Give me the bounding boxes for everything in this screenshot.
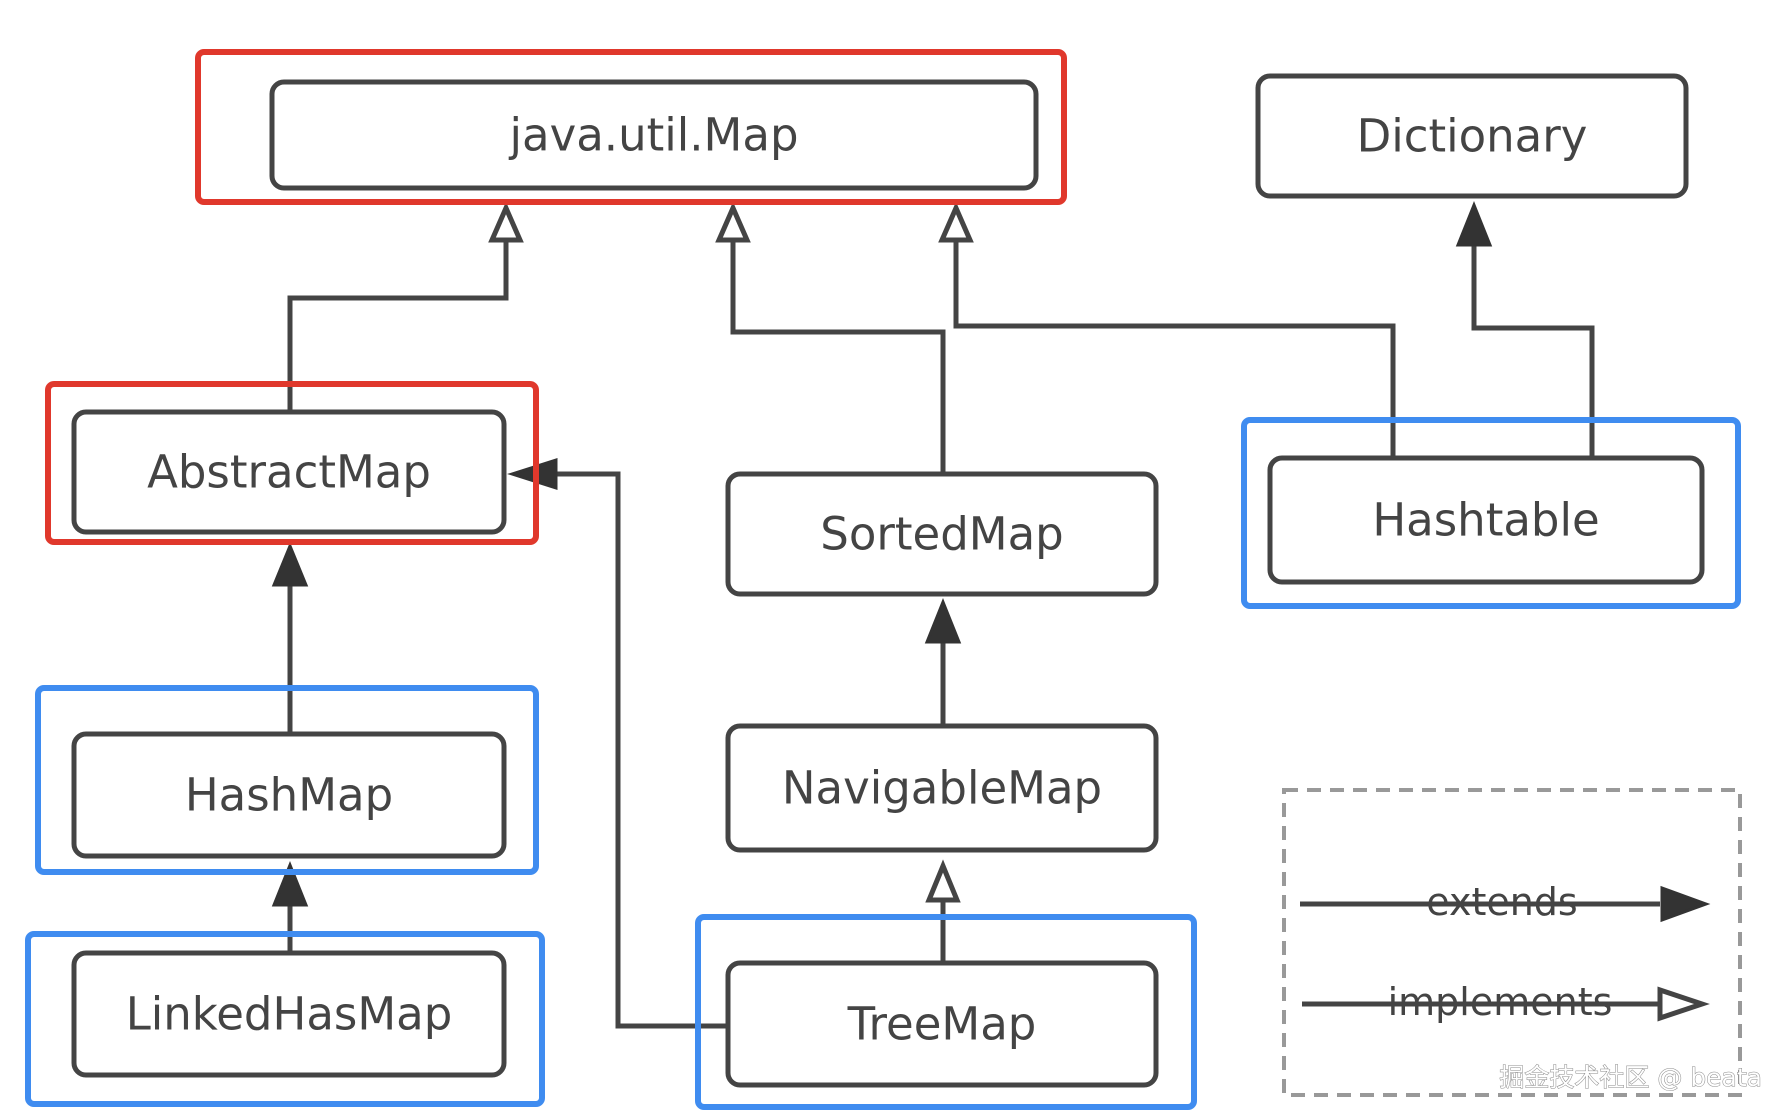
legend: extends implements — [1282, 788, 1742, 1097]
edge-hashtable-to-map — [953, 240, 1396, 458]
node-label: TreeMap — [847, 998, 1037, 1051]
blue-highlight-hashmap — [35, 685, 539, 875]
blue-highlight-linkedhasmap — [25, 931, 545, 1107]
red-highlight-abstractmap — [45, 381, 539, 545]
hollow-arrowhead-icon — [925, 859, 961, 903]
blue-highlight-treemap — [695, 914, 1197, 1110]
node-label: LinkedHasMap — [126, 988, 453, 1041]
edge-sortedmap-to-map — [730, 240, 946, 474]
node-java-util-map: java.util.Map — [269, 79, 1039, 191]
blue-highlight-hashtable — [1241, 417, 1741, 609]
node-label: Hashtable — [1372, 494, 1599, 547]
node-linkedhasmap: LinkedHasMap — [71, 950, 507, 1078]
legend-implements: implements — [1302, 980, 1710, 1024]
node-label: HashMap — [185, 769, 393, 822]
node-sortedmap: SortedMap — [725, 471, 1159, 597]
hollow-arrowhead-icon — [1657, 986, 1710, 1022]
node-label: Dictionary — [1357, 110, 1588, 163]
node-hashmap: HashMap — [71, 731, 507, 859]
node-hashtable: Hashtable — [1267, 455, 1705, 585]
legend-implements-label: implements — [1388, 980, 1613, 1024]
filled-arrowhead-icon — [271, 860, 309, 907]
edge-abstractmap-to-map — [287, 240, 509, 412]
edge-treemap-to-abstractmap — [556, 471, 728, 1029]
edge-hashtable-to-dictionary — [1471, 245, 1595, 458]
hollow-arrowhead-icon — [715, 201, 751, 243]
hollow-arrowhead-icon — [488, 201, 524, 243]
node-label: SortedMap — [820, 508, 1063, 561]
node-label: AbstractMap — [147, 446, 431, 499]
highlight-frames — [25, 49, 1741, 1110]
node-navigablemap: NavigableMap — [725, 723, 1159, 853]
legend-extends-label: extends — [1426, 880, 1577, 924]
node-treemap: TreeMap — [725, 960, 1159, 1088]
filled-arrowhead-icon — [1455, 200, 1493, 247]
red-highlight-map — [195, 49, 1067, 205]
node-label: java.util.Map — [508, 109, 798, 162]
filled-arrowhead-icon — [271, 542, 309, 587]
filled-arrowhead-icon — [1660, 885, 1711, 923]
node-label: NavigableMap — [782, 762, 1102, 815]
edges — [271, 200, 1595, 1029]
node-abstractmap: AbstractMap — [71, 409, 507, 535]
node-dictionary: Dictionary — [1255, 73, 1689, 199]
legend-box — [1282, 788, 1742, 1097]
watermark: 掘金技术社区 @ beata — [1499, 1063, 1762, 1092]
filled-arrowhead-icon — [924, 597, 962, 644]
hollow-arrowhead-icon — [938, 201, 974, 243]
legend-extends: extends — [1300, 880, 1711, 924]
